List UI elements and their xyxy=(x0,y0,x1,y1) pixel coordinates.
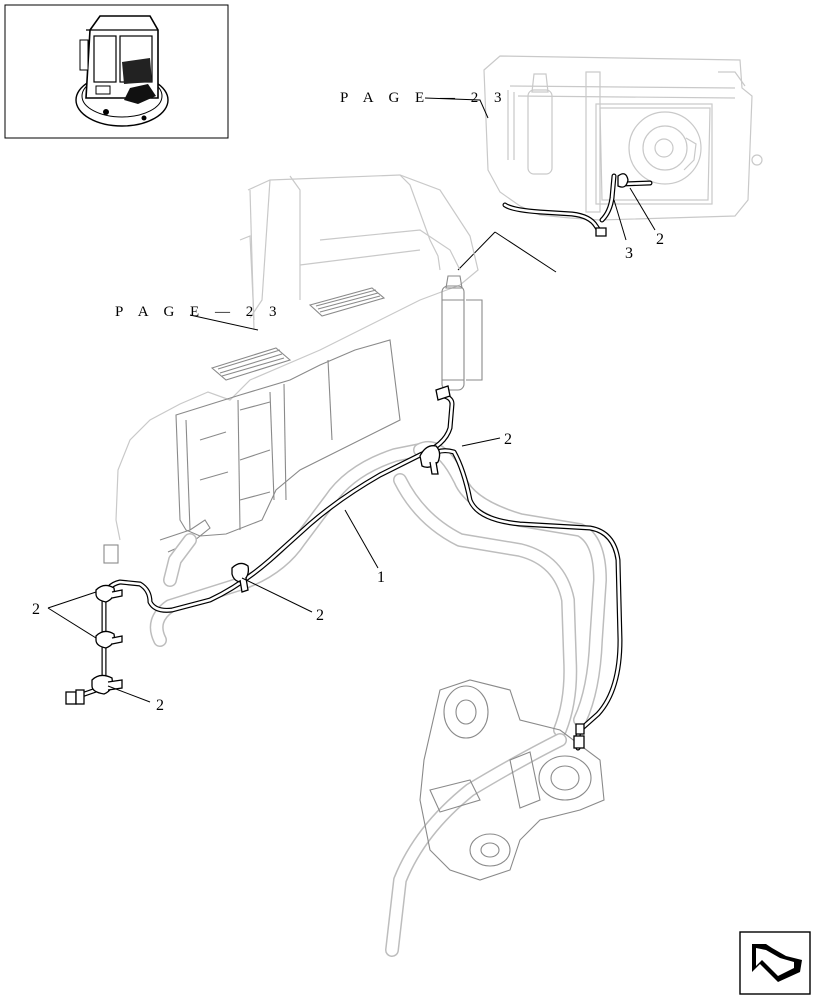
inset-radiator-ghost xyxy=(483,55,763,221)
callout-2-bottom: 2 xyxy=(156,697,164,714)
machine-structure-ghost xyxy=(103,174,607,957)
machine-overview-thumbnail[interactable] xyxy=(4,4,229,139)
next-page-arrow-icon[interactable] xyxy=(739,931,811,995)
clip-left-top[interactable] xyxy=(95,584,123,603)
inset-detail: P A G E — 2 3 2 3 xyxy=(340,55,763,273)
clip-left-bottom[interactable] xyxy=(91,674,123,695)
inset-leader-lines xyxy=(424,97,656,273)
page-ref-main[interactable]: P A G E — 2 3 xyxy=(115,304,282,320)
callout-2-upper: 2 xyxy=(504,431,512,448)
inset-hose xyxy=(502,173,653,237)
callout-2-inset: 2 xyxy=(656,231,664,248)
callout-1: 1 xyxy=(377,569,385,586)
vent-grille-2 xyxy=(210,347,292,381)
clip-center[interactable] xyxy=(231,562,250,593)
clip-left-mid[interactable] xyxy=(95,630,123,649)
vent-grille-1 xyxy=(308,287,386,317)
connector-left-end[interactable] xyxy=(65,689,85,705)
page-ref-inset[interactable]: P A G E — 2 3 xyxy=(340,90,507,106)
harness-hose[interactable] xyxy=(70,393,623,751)
clip-upper-right[interactable] xyxy=(419,445,441,475)
receiver-drier xyxy=(441,275,483,391)
callout-2-center: 2 xyxy=(316,607,324,624)
ghost-hose-bundle xyxy=(149,441,607,957)
connector-right-end[interactable] xyxy=(573,723,585,749)
cab-thumbnail-drawing xyxy=(75,15,169,127)
main-leader-lines xyxy=(47,314,501,703)
callout-2-left: 2 xyxy=(32,601,40,618)
callout-3-inset: 3 xyxy=(625,245,633,262)
connector-upper[interactable] xyxy=(435,385,451,401)
pivot-bracket xyxy=(419,679,605,881)
